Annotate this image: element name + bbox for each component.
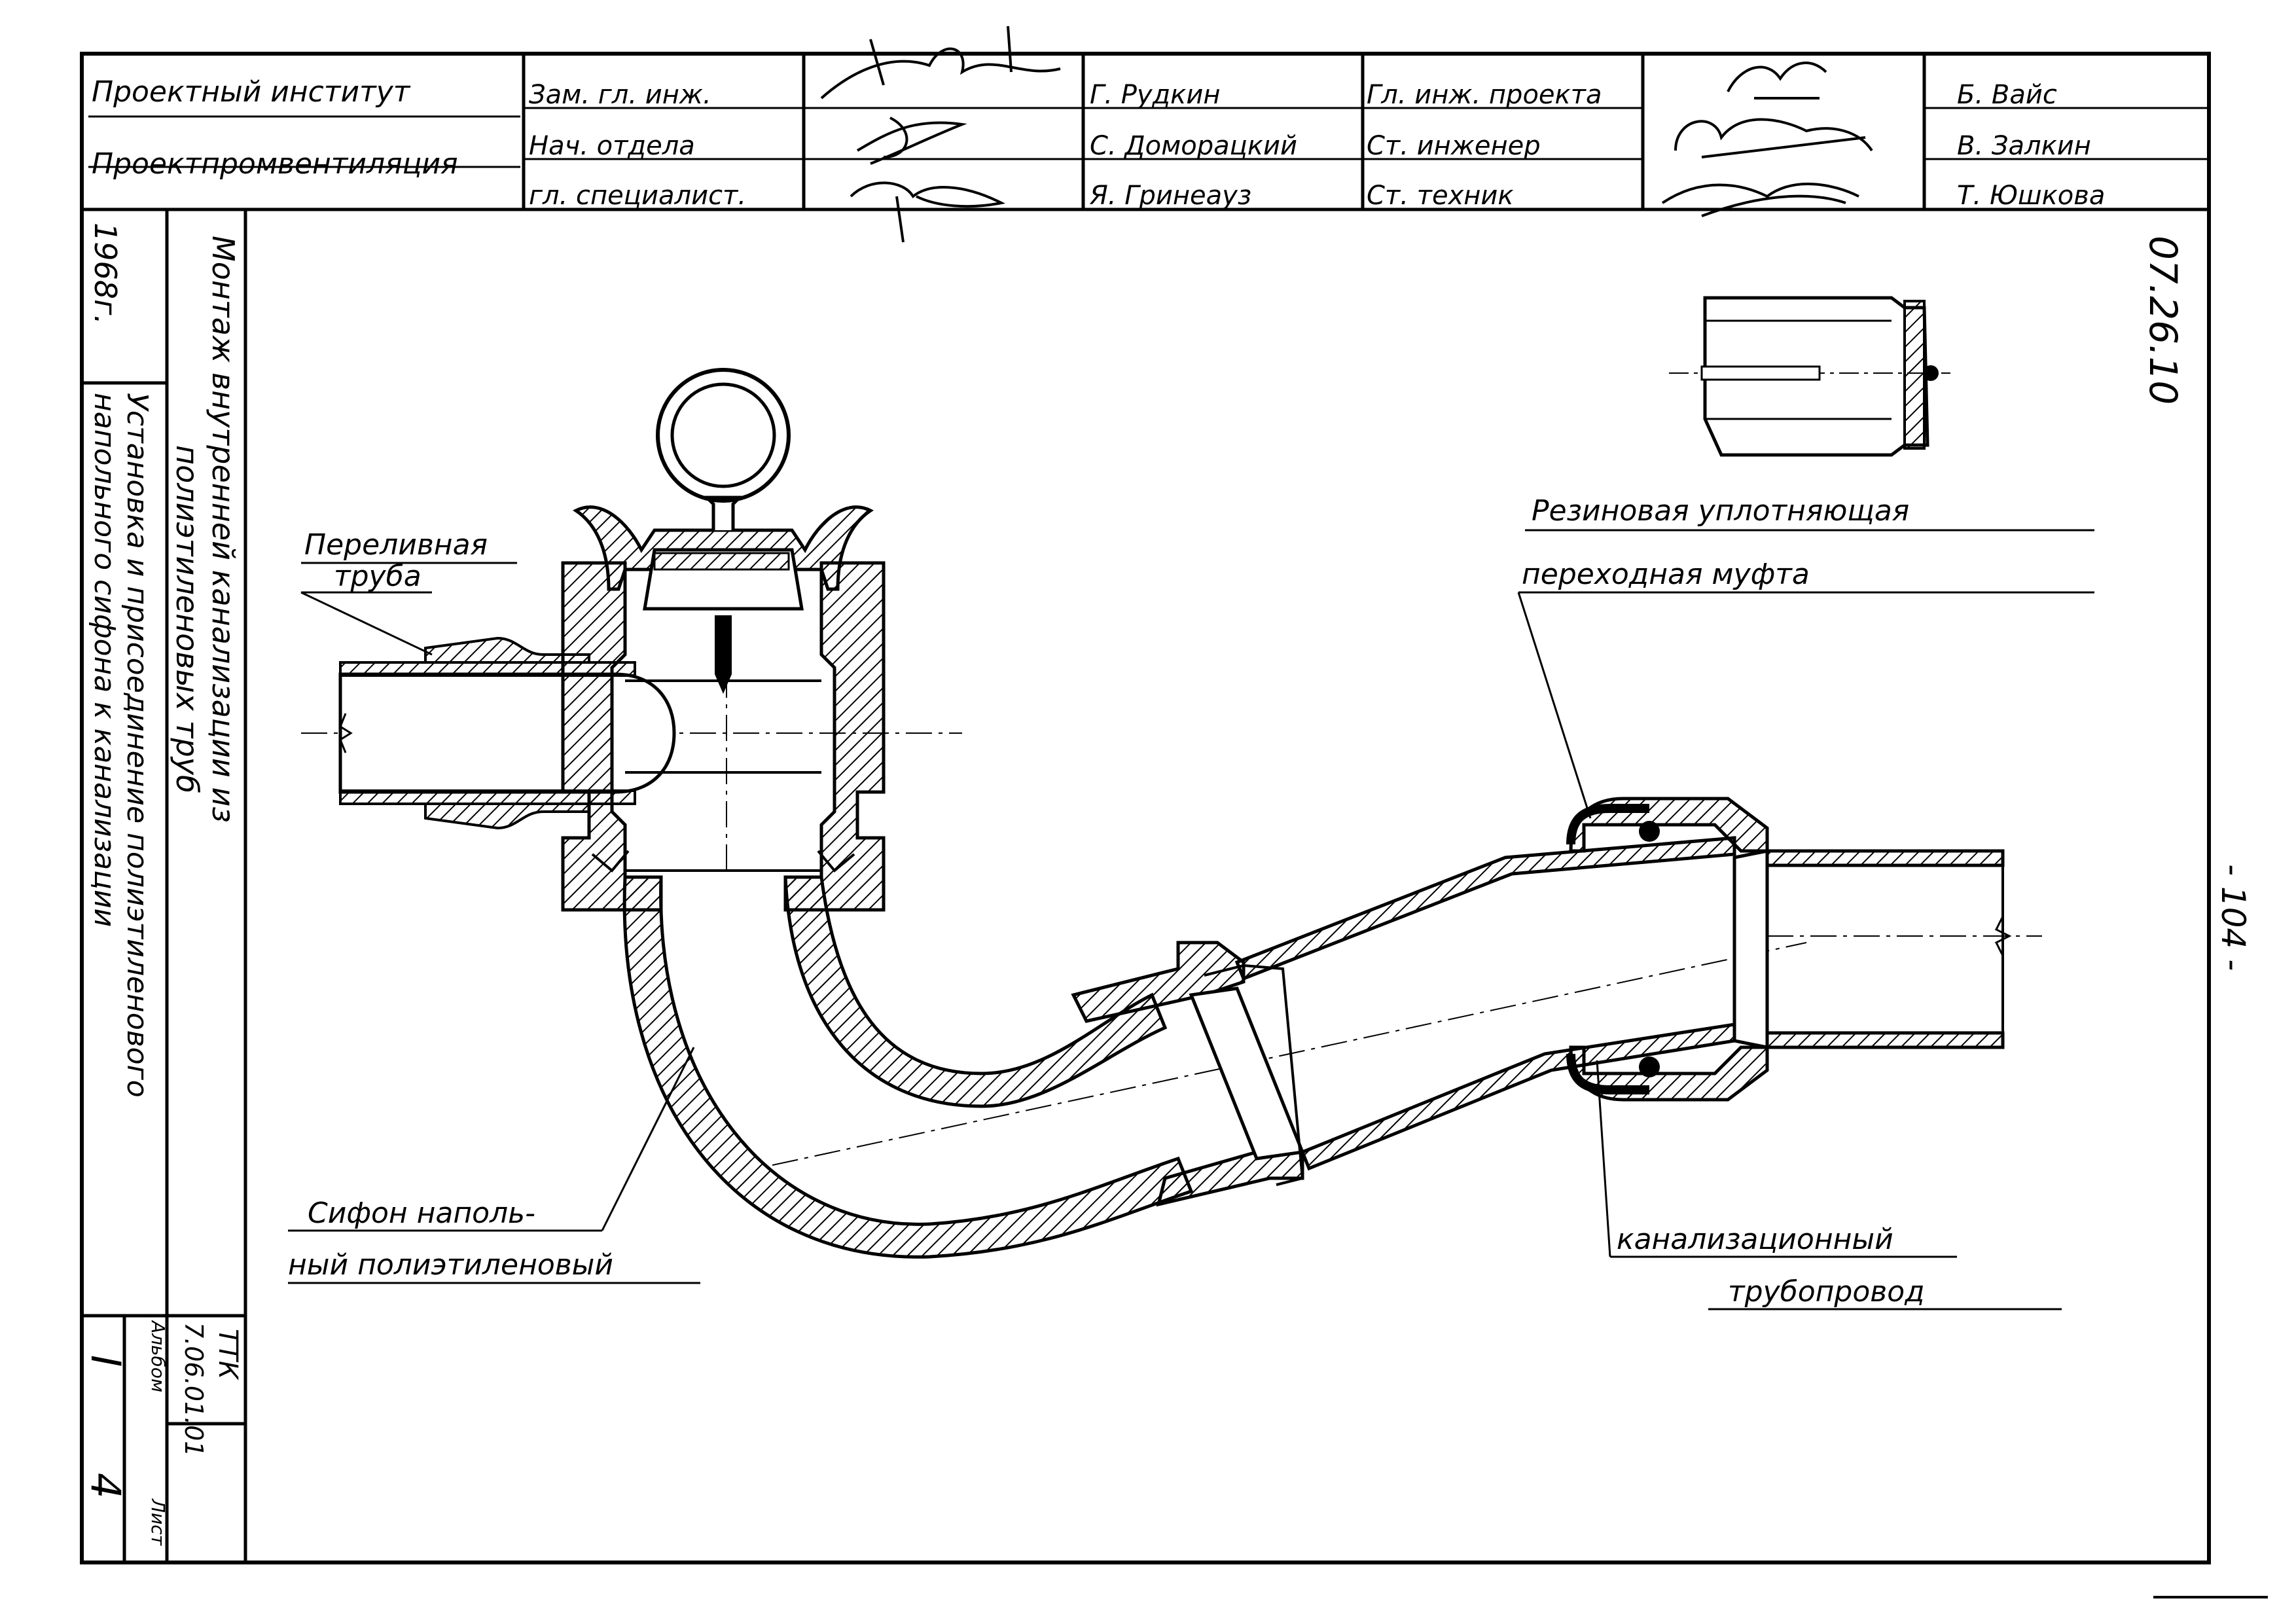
- signature-domoratsky: [856, 117, 967, 165]
- signature-zalkin: [1674, 118, 1873, 158]
- label-siphon-line1: Сифон наполь-: [308, 1197, 535, 1230]
- position-chief-specialist: гл. специалист.: [529, 181, 746, 211]
- label-sewer-line2: трубопровод: [1728, 1275, 1925, 1308]
- institute-name: Проектный институт: [92, 75, 411, 109]
- position-senior-engineer: Ст. инженер: [1367, 131, 1541, 161]
- name-rudkin: Г. Рудкин: [1090, 80, 1220, 110]
- signature-yushkova: [1661, 183, 1859, 217]
- signatures: [820, 26, 1873, 243]
- institute-bureau: Проектпромвентиляция: [92, 147, 458, 181]
- year: 1968г.: [88, 223, 123, 325]
- label-overflow-pipe-line1: Переливная: [304, 528, 488, 562]
- sealing-cap-detail: [1669, 296, 1950, 457]
- name-grineauz: Я. Гринеауз: [1089, 181, 1251, 211]
- label-sewer-line1: канализационный: [1617, 1223, 1893, 1256]
- sheet-value: 4: [82, 1473, 130, 1498]
- series-code: ТТК: [213, 1329, 243, 1380]
- side-panel: 1968г. Установка и присоединение полиэти…: [82, 209, 247, 1562]
- drawing-title-line1: Установка и присоединение полиэтиленовог…: [120, 393, 154, 1098]
- position-department-head: Нач. отдела: [529, 131, 695, 161]
- floor-grate: [573, 368, 874, 694]
- ring-handle-inner: [670, 382, 776, 488]
- sleeve-coupling: [1071, 941, 1305, 1207]
- series-number: 7.06.01.01: [179, 1322, 208, 1456]
- label-siphon-line2: ный полиэтиленовый: [288, 1248, 613, 1282]
- page-number: - 104 -: [2214, 864, 2252, 971]
- drawing-title-line2: напольного сифона к канализации: [88, 393, 121, 927]
- label-rubber-seal-line1: Резиновая уплотняющая: [1532, 494, 1909, 528]
- album-label: Альбом: [147, 1320, 169, 1392]
- name-zalkin: В. Залкин: [1957, 131, 2091, 161]
- name-domoratsky: С. Доморацкий: [1090, 131, 1297, 161]
- siphon-housing: [561, 561, 886, 912]
- subject-line2: полиэтиленовых труб: [170, 445, 205, 793]
- sheet-label: Лист: [147, 1498, 169, 1546]
- siphon-bend: [622, 875, 1194, 1259]
- position-chief-project-engineer: Гл. инж. проекта: [1367, 80, 1602, 110]
- signature-rudkin: [820, 26, 1061, 99]
- sheet-frame: [80, 52, 2268, 1598]
- title-block: Проектный институт Проектпромвентиляция …: [82, 26, 2209, 243]
- name-yushkova: Т. Юшкова: [1957, 181, 2105, 211]
- album-value: I: [82, 1355, 130, 1367]
- drawing-code: 07.26.10: [2141, 236, 2185, 405]
- label-rubber-seal-line2: переходная муфта: [1522, 558, 1810, 591]
- sewer-pipe: [1765, 849, 2012, 1049]
- ring-handle-outer: [656, 368, 791, 503]
- position-deputy-chief-engineer: Зам. гл. инж.: [529, 80, 711, 110]
- signature-grineauz: [850, 181, 1006, 243]
- leader-lines: [288, 529, 2094, 1310]
- label-overflow-pipe-line2: труба: [334, 560, 422, 593]
- inclined-pipe: [1234, 836, 1736, 1171]
- signature-vais: [1727, 62, 1827, 99]
- overflow-pipe: [338, 636, 676, 830]
- name-vais: Б. Вайс: [1957, 80, 2057, 110]
- subject-line1: Монтаж внутренней канализации из: [206, 236, 241, 823]
- siphon-drawing: Переливная труба Резиновая уплотняющая п…: [288, 296, 2094, 1310]
- position-senior-technician: Ст. техник: [1367, 181, 1514, 211]
